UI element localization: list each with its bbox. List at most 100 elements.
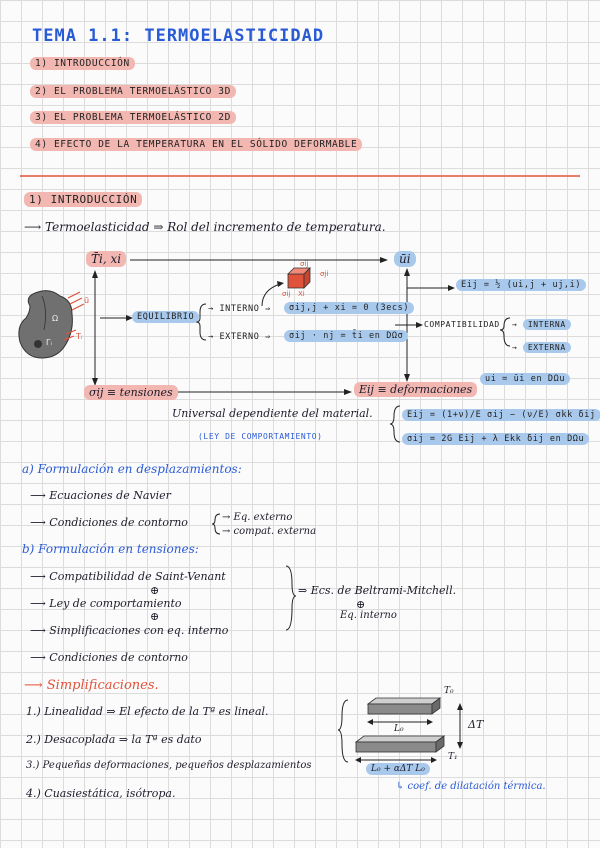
law-2-text: σij = 2G Eij + λ Ekk δij en DΩu [402, 433, 590, 445]
formulation-a-item-2-text: Condiciones de contorno [49, 516, 188, 529]
disp-bc: ui = ūi en DΩu [480, 373, 571, 385]
node-displacement-label: ūi [394, 251, 416, 267]
compatibilidad-text: COMPATIBILIDAD [424, 320, 500, 329]
formulation-b-item-1-text: Compatibilidad de Saint-Venant [49, 570, 226, 583]
node-stresses-label: σij ≡ tensiones [84, 385, 178, 400]
plus-2: ⊕ [150, 610, 160, 623]
formulation-b-item-3: ⟶ Simplificaciones con eq. interno [30, 624, 229, 637]
index-num: 2) [35, 86, 48, 97]
formulation-a-item-2: ⟶ Condiciones de contorno [30, 516, 188, 529]
strain-def-text: Eij = ½ (ui,j + uj,i) [456, 279, 587, 291]
node-strains: Eij ≡ deformaciones [354, 382, 478, 397]
index-item-3: 3) EL PROBLEMA TERMOELÁSTICO 2D [30, 111, 236, 124]
interno-eq-text: σij,j + xi = 0 (3ecs) [284, 302, 415, 314]
section-heading: 1) INTRODUCCIÓN [24, 192, 143, 207]
intro-line: ⟶ Termoelasticidad ⇒ Rol del incremento … [24, 220, 386, 234]
plus-3: ⊕ [356, 598, 366, 611]
section-heading-text: 1) INTRODUCCIÓN [24, 192, 143, 207]
intro-text: Termoelasticidad ⇒ Rol del incremento de… [45, 220, 386, 234]
simplifications-title-text: Simplificaciones. [46, 678, 159, 693]
body-label-gamma: Γᵢ [46, 338, 52, 347]
formulation-b-title: b) Formulación en tensiones: [22, 542, 199, 556]
simplification-2: 2.) Desacoplada ⇒ la Tª es dato [26, 733, 201, 746]
bar-label-t1: T₁ [448, 752, 458, 762]
strain-def: Eij = ½ (ui,j + uj,i) [456, 279, 587, 291]
index-num: 4) [35, 139, 48, 150]
comp-externa-text: EXTERNA [522, 342, 571, 353]
index-num: 1) [35, 58, 48, 69]
index-text: EL PROBLEMA TERMOELÁSTICO 2D [53, 112, 231, 123]
cube-label-1: σij [300, 260, 309, 268]
formulation-a-brace-2: → compat. externa [222, 526, 317, 537]
index-num: 3) [35, 112, 48, 123]
simplification-1-text: 1.) Linealidad ⇒ El efecto de la Tª es l… [26, 705, 269, 718]
formulation-a-title: a) Formulación en desplazamientos: [22, 462, 242, 476]
interno-text: INTERNO [219, 304, 260, 314]
formulation-b-item-2: ⟶ Ley de comportamiento [30, 597, 182, 610]
formulation-b-item-1: ⟶ Compatibilidad de Saint-Venant [30, 570, 226, 583]
formulation-a-item-1-text: Ecuaciones de Navier [49, 489, 171, 502]
node-tractions: T̄i, xi [86, 251, 127, 267]
simplification-3-text: 3.) Pequeñas deformaciones, pequeños des… [26, 760, 312, 771]
beltrami-result-2: Eq. interno [340, 610, 397, 621]
simplification-4: 4.) Cuasiestática, isótropa. [26, 787, 175, 800]
comp-interna: → INTERNA [512, 319, 571, 330]
node-strains-label: Eij ≡ deformaciones [354, 382, 478, 397]
simplifications-title: ⟶ Simplificaciones. [24, 678, 159, 693]
formulation-b-item-4: ⟶ Condiciones de contorno [30, 651, 188, 664]
arrow-top-head [380, 257, 388, 263]
externo-text: EXTERNO [219, 332, 260, 342]
interno-eq: σij,j + xi = 0 (3ecs) [284, 302, 415, 314]
ley-note: (LEY DE COMPORTAMIENTO) [198, 432, 323, 441]
bar-t0 [366, 697, 442, 705]
law-1-text: Eij = (1+ν)/E σij − (ν/E) σkk δij [402, 409, 600, 421]
index-item-2: 2) EL PROBLEMA TERMOELÁSTICO 3D [30, 85, 236, 98]
universal-note: Universal dependiente del material. [172, 407, 373, 420]
simplification-3: 3.) Pequeñas deformaciones, pequeños des… [26, 760, 312, 771]
simplification-4-text: 4.) Cuasiestática, isótropa. [26, 787, 176, 800]
body-label-t: Tᵢ [76, 332, 83, 341]
body-label-omega: Ω [52, 314, 59, 323]
bar-label-l0: L₀ [394, 724, 404, 734]
law-1: Eij = (1+ν)/E σij − (ν/E) σkk δij [402, 409, 600, 421]
alpha-note: ↳ coef. de dilatación térmica. [396, 781, 546, 792]
equilibrio-label: EQUILIBRIO [132, 311, 200, 323]
formulation-a-brace-1: → Eq. externo [222, 512, 293, 523]
externo-eq: σij · nj = t̄i en DΩσ [284, 330, 409, 342]
cube-label-4: Xi [298, 290, 305, 298]
plus-1: ⊕ [150, 584, 160, 597]
body-label-u: ū [84, 296, 90, 305]
bar-label-t0: T₀ [444, 686, 454, 696]
equilibrio-text: EQUILIBRIO [132, 311, 200, 323]
bar-label-l1-text: L₀ + αΔT L₀ [366, 763, 430, 775]
cube-label-2: σji [320, 270, 329, 278]
bar-t1 [354, 735, 446, 743]
cube-label-3: σij [282, 290, 291, 298]
bar-label-delta: ΔT [468, 718, 484, 731]
simplification-1: 1.) Linealidad ⇒ El efecto de la Tª es l… [26, 705, 269, 718]
formulation-a-item-1: ⟶ Ecuaciones de Navier [30, 489, 171, 502]
comp-externa: → EXTERNA [512, 342, 571, 353]
index-text: INTRODUCCIÓN [53, 58, 130, 69]
beltrami-result: ⇒ Ecs. de Beltrami-Mitchell. [298, 584, 457, 597]
externo-eq-text: σij · nj = t̄i en DΩσ [284, 330, 409, 342]
interno-label: → INTERNO ⇒ [208, 304, 271, 314]
intro-arrow: ⟶ [24, 220, 46, 234]
node-displacement: ūi [394, 251, 416, 267]
stress-cube [287, 273, 305, 289]
index-item-4: 4) EFECTO DE LA TEMPERATURA EN EL SÓLIDO… [30, 138, 363, 151]
page-title: TEMA 1.1: TERMOELASTICIDAD [32, 26, 325, 46]
bar-label-l1: L₀ + αΔT L₀ [366, 763, 430, 775]
node-tractions-label: T̄i, xi [86, 251, 127, 267]
compatibilidad-label: COMPATIBILIDAD [424, 320, 500, 329]
index-text: EL PROBLEMA TERMOELÁSTICO 3D [53, 86, 231, 97]
deformable-body [18, 290, 73, 359]
comp-interna-text: INTERNA [522, 319, 571, 330]
law-2: σij = 2G Eij + λ Ekk δij en DΩu [402, 433, 590, 445]
formulation-b-item-3-text: Simplificaciones con eq. interno [49, 624, 229, 637]
disp-bc-text: ui = ūi en DΩu [480, 373, 571, 385]
index-text: EFECTO DE LA TEMPERATURA EN EL SÓLIDO DE… [53, 139, 358, 150]
externo-label: → EXTERNO ⇒ [208, 332, 271, 342]
formulation-b-item-2-text: Ley de comportamiento [49, 597, 182, 610]
